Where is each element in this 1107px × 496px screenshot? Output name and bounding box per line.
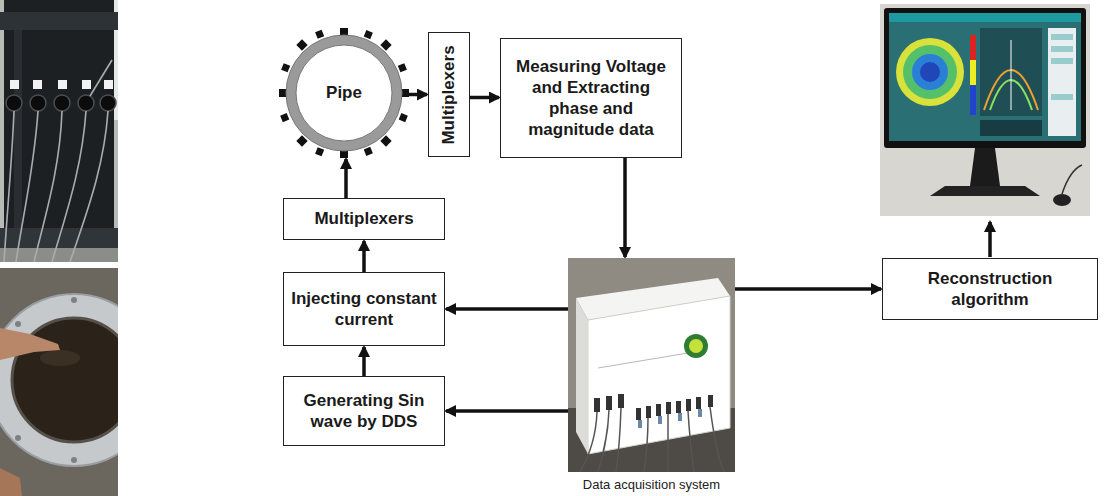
illustration-holder <box>568 258 735 476</box>
pipe-photo <box>0 0 118 262</box>
flow-arrow <box>623 158 627 257</box>
node-label: Injecting constant current <box>290 288 438 331</box>
text-wrap: Generating Sin wave by DDS <box>284 377 444 445</box>
node-label: Multiplexers <box>439 45 459 144</box>
text-wrap: Measuring Voltage and Extracting phase a… <box>501 39 681 157</box>
node-label: Measuring Voltage and Extracting phase a… <box>507 56 675 141</box>
flow-arrow <box>362 241 366 272</box>
node-label: Reconstruction algorithm <box>889 268 1091 311</box>
monitor-illustration <box>880 4 1090 216</box>
text-wrap: Multiplexers <box>284 199 444 239</box>
node-label: Generating Sin wave by DDS <box>290 390 438 433</box>
flow-arrow <box>446 409 568 413</box>
text-wrap: Reconstruction algorithm <box>883 259 1097 319</box>
flow-arrow <box>362 347 366 376</box>
flow-arrow <box>344 159 348 198</box>
text-wrap: Injecting constant current <box>284 273 444 345</box>
flow-arrow <box>735 287 881 291</box>
daq-node: Data acquisition system <box>568 258 735 494</box>
node-label: Multiplexers <box>314 208 413 229</box>
pipe-node: Pipe <box>279 28 409 158</box>
process-box: Reconstruction algorithm <box>882 258 1098 320</box>
daq-photo <box>568 258 735 472</box>
flow-arrow <box>470 96 499 100</box>
multiplexer-box: Multiplexers <box>283 198 445 240</box>
flow-arrow <box>446 307 568 311</box>
process-box: Injecting constant current <box>283 272 445 346</box>
flow-arrow <box>409 93 427 97</box>
process-box: Generating Sin wave by DDS <box>283 376 445 446</box>
pipe-top-photo <box>0 268 160 496</box>
multiplexer-box: Multiplexers <box>428 32 470 157</box>
flow-arrow <box>988 222 992 257</box>
node-label: Pipe <box>326 83 362 103</box>
caption: Data acquisition system <box>558 477 745 492</box>
process-box: Measuring Voltage and Extracting phase a… <box>500 38 682 158</box>
